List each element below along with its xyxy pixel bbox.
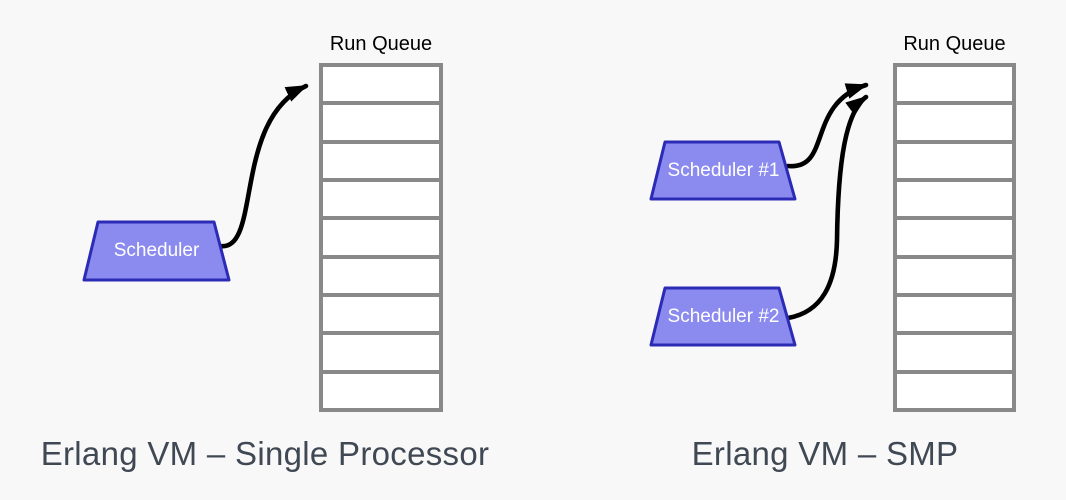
- queue-cell: [323, 254, 439, 293]
- run-queue-label-right: Run Queue: [903, 33, 1006, 55]
- scheduler-trapezoid: [82, 220, 231, 282]
- queue-cell: [897, 139, 1012, 178]
- queue-cell: [323, 101, 439, 140]
- queue-cell: [897, 254, 1012, 293]
- queue-cell: [323, 331, 439, 370]
- queue-cell: [897, 177, 1012, 217]
- scheduler-1-trapezoid: [649, 140, 797, 201]
- queue-cell: [897, 292, 1012, 332]
- run-queue-label-left: Run Queue: [329, 33, 433, 55]
- queue-cell: [323, 139, 439, 178]
- run-queue-right: [893, 63, 1016, 412]
- queue-cell: [897, 369, 1012, 408]
- scheduler-2-trapezoid: [649, 286, 797, 347]
- arrow-scheduler2-to-right-queue: [785, 94, 869, 321]
- arrow-scheduler1-to-right-queue: [785, 82, 869, 169]
- queue-cell: [897, 101, 1012, 140]
- queue-cell: [897, 216, 1012, 255]
- run-queue-left: [319, 63, 443, 412]
- queue-cell: [323, 369, 439, 408]
- queue-cell: [323, 292, 439, 332]
- queue-cell: [323, 177, 439, 217]
- queue-cell: [897, 331, 1012, 370]
- queue-cell: [323, 67, 439, 102]
- arrow-scheduler-to-left-queue: [217, 83, 309, 249]
- caption-single-processor: Erlang VM – Single Processor: [40, 435, 490, 472]
- queue-cell: [897, 67, 1012, 102]
- queue-cell: [323, 216, 439, 255]
- caption-smp: Erlang VM – SMP: [691, 435, 959, 472]
